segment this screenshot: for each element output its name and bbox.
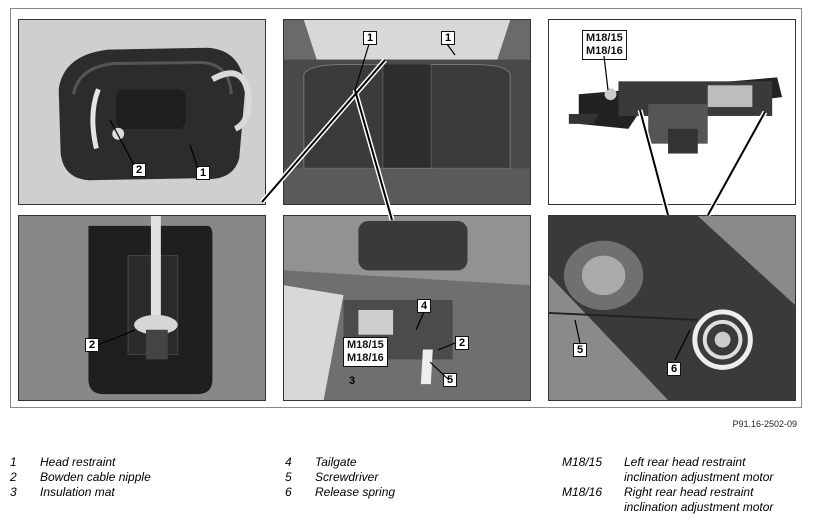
legend-number: 2 xyxy=(10,470,17,484)
legend-row: 6 Release spring xyxy=(285,485,395,500)
legend-row: 4 Tailgate xyxy=(285,455,395,470)
legend-text: Bowden cable nipple xyxy=(40,470,151,484)
legend-number: M18/15 xyxy=(562,455,603,469)
figure-id: P91.16-2502-09 xyxy=(732,419,797,429)
callout-motor-unit: M18/15 M18/16 xyxy=(582,30,627,60)
legend-number: 3 xyxy=(10,485,17,499)
legend-text: Right rear head restraint xyxy=(624,485,754,499)
callout-cable-nipple-2: 2 xyxy=(85,338,100,352)
legend-row: 5 Screwdriver xyxy=(285,470,395,485)
callout-head-restraint-2: 2 xyxy=(132,163,147,177)
legend-column-2: 4 Tailgate 5 Screwdriver 6 Release spring xyxy=(285,455,395,500)
legend-row: 1 Head restraint xyxy=(10,455,151,470)
rear-seat-illustration xyxy=(284,20,530,204)
callout-tailgate-2: 2 xyxy=(455,336,470,350)
legend-text: Screwdriver xyxy=(315,470,379,484)
photo-cable-nipple xyxy=(18,215,266,401)
legend-column-3: M18/15 Left rear head restraint inclinati… xyxy=(562,455,773,515)
legend-text: inclination adjustment motor xyxy=(624,470,774,484)
legend-number: 4 xyxy=(285,455,292,469)
legend-row: 2 Bowden cable nipple xyxy=(10,470,151,485)
legend-text: Tailgate xyxy=(315,455,357,469)
legend-number: 6 xyxy=(285,485,292,499)
callout-tailgate-5: 5 xyxy=(443,373,458,387)
callout-tailgate-3: 3 xyxy=(349,375,356,387)
callout-release-spring-6: 6 xyxy=(667,362,682,376)
cable-nipple-illustration xyxy=(19,216,265,400)
callout-release-spring-5: 5 xyxy=(573,343,588,357)
legend-column-1: 1 Head restraint 2 Bowden cable nipple 3 In… xyxy=(10,455,151,500)
callout-tailgate-4: 4 xyxy=(417,299,432,313)
callout-m18-15: M18/15 xyxy=(586,32,623,44)
tailgate-illustration xyxy=(284,216,530,400)
legend-text: Insulation mat xyxy=(40,485,115,499)
photo-tailgate xyxy=(283,215,531,401)
legend-row: M18/16 Right rear head restraint xyxy=(562,485,773,500)
legend-text: Release spring xyxy=(315,485,396,499)
legend-number xyxy=(562,500,624,515)
callout-tailgate-m18-16: M18/16 xyxy=(347,352,384,364)
legend-row: 3 Insulation mat xyxy=(10,485,151,500)
callout-tailgate-m18-15: M18/15 xyxy=(347,339,384,351)
legend-number xyxy=(562,470,624,485)
callout-tailgate-motor: M18/15 M18/16 xyxy=(343,337,388,367)
legend-number: M18/16 xyxy=(562,485,603,499)
photo-head-restraint xyxy=(18,19,266,205)
legend-row: inclination adjustment motor xyxy=(562,500,773,515)
legend-text: inclination adjustment motor xyxy=(624,500,774,514)
legend-text: Left rear head restraint xyxy=(624,455,746,469)
legend-row: M18/15 Left rear head restraint xyxy=(562,455,773,470)
photo-rear-seat xyxy=(283,19,531,205)
callout-m18-16: M18/16 xyxy=(586,45,623,57)
legend-number: 1 xyxy=(10,455,17,469)
legend-row: inclination adjustment motor xyxy=(562,470,773,485)
callout-rear-seat-1a: 1 xyxy=(363,31,378,45)
callout-rear-seat-1b: 1 xyxy=(441,31,456,45)
callout-head-restraint-1: 1 xyxy=(196,166,211,180)
legend-number: 5 xyxy=(285,470,292,484)
legend-text: Head restraint xyxy=(40,455,116,469)
